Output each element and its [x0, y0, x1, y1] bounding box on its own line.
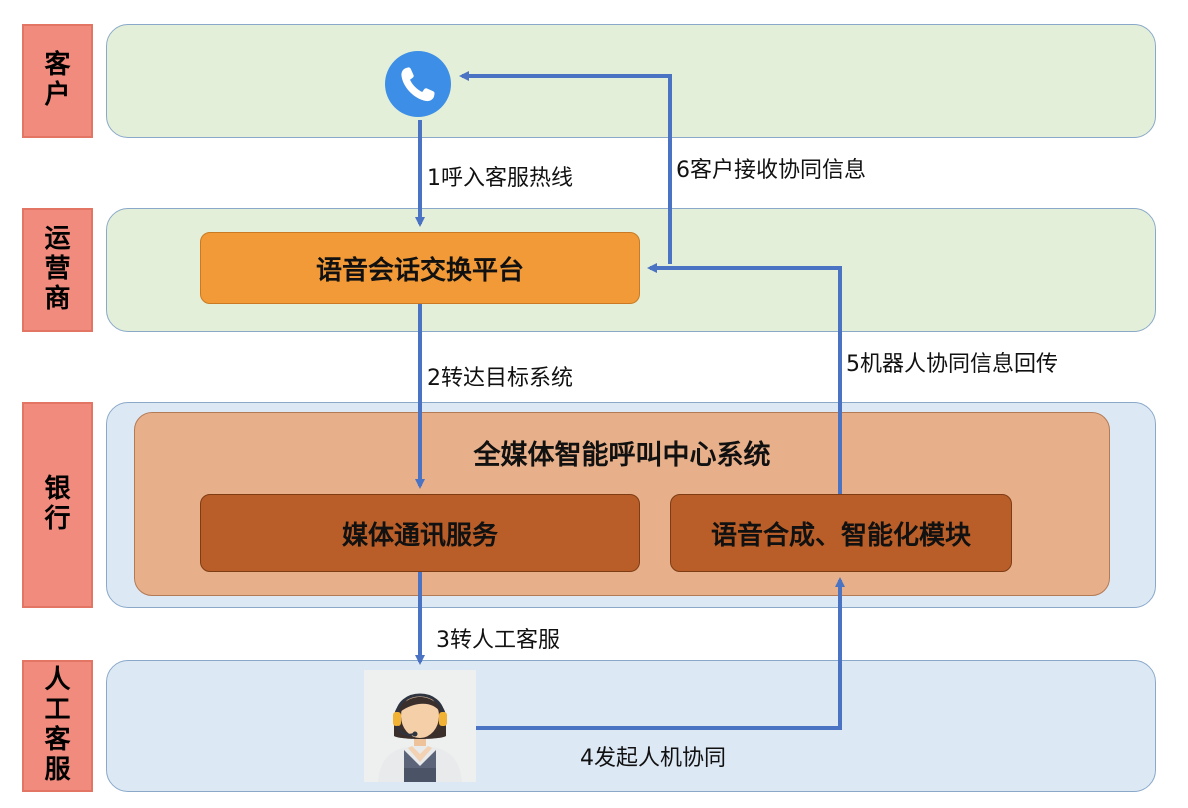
lane-label-char: 户 — [44, 80, 71, 110]
media-service-label: 媒体通讯服务 — [341, 520, 498, 551]
lane-label-char: 商 — [44, 283, 71, 314]
voice-platform-label: 语音会话交换平台 — [315, 255, 524, 286]
media-service-node: 媒体通讯服务 — [200, 494, 640, 572]
lane-label-char: 客 — [44, 725, 71, 755]
lane-label-customer: 客 户 — [22, 24, 93, 138]
voice-ai-module-node: 语音合成、智能化模块 — [670, 494, 1012, 572]
flow-label-2: 2转达目标系统 — [427, 366, 573, 391]
flow-label-6: 6客户接收协同信息 — [676, 158, 866, 183]
lane-label-char: 营 — [44, 254, 71, 285]
lane-customer — [106, 24, 1156, 138]
lane-label-char: 行 — [44, 504, 71, 534]
call-center-title: 全媒体智能呼叫中心系统 — [473, 440, 771, 471]
customer-service-agent-icon — [364, 670, 476, 782]
flow-label-4: 4发起人机协同 — [580, 746, 726, 771]
voice-ai-module-label: 语音合成、智能化模块 — [710, 520, 971, 551]
arrow-step-4 — [476, 577, 845, 730]
flow-label-3: 3转人工客服 — [436, 628, 560, 653]
flow-label-5: 5机器人协同信息回传 — [846, 352, 1058, 377]
lane-label-agent: 人 工 客 服 — [22, 660, 93, 792]
arrow-step-5 — [647, 263, 842, 494]
lane-label-char: 银 — [44, 474, 71, 505]
voice-platform-node: 语音会话交换平台 — [200, 232, 640, 304]
lane-label-char: 客 — [44, 50, 71, 81]
lane-label-char: 运 — [44, 224, 71, 255]
lane-label-char: 服 — [44, 754, 71, 785]
lane-label-operator: 运 营 商 — [22, 208, 93, 332]
phone-icon — [384, 50, 452, 118]
lane-label-char: 人 — [44, 665, 71, 696]
lane-label-bank: 银 行 — [22, 402, 93, 608]
flow-label-1: 1呼入客服热线 — [427, 166, 573, 191]
lane-label-char: 工 — [44, 695, 71, 726]
arrow-step-6 — [459, 71, 672, 264]
